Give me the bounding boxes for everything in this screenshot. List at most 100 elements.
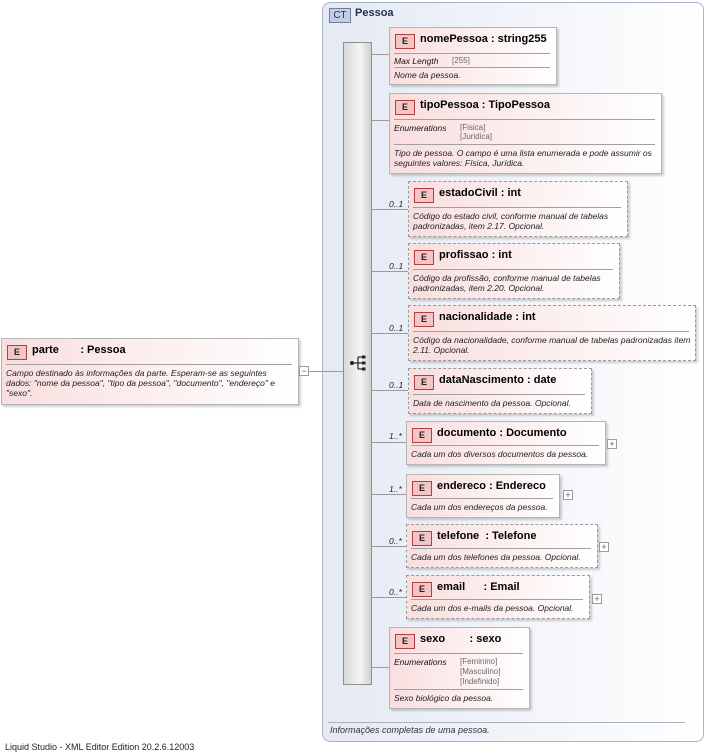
divider bbox=[411, 498, 553, 499]
facet-value: [Juridica] bbox=[460, 132, 493, 141]
divider bbox=[413, 394, 585, 395]
cardinality-label: 0..1 bbox=[389, 261, 404, 271]
element-tipopessoa[interactable]: E tipoPessoa : TipoPessoa Enumerations [… bbox=[389, 93, 662, 174]
element-description: Cada um dos e-mails da pessoa. Opcional. bbox=[411, 603, 574, 613]
element-name: nacionalidade : int bbox=[439, 311, 536, 323]
connector-line bbox=[372, 546, 406, 547]
element-name: estadoCivil : int bbox=[439, 187, 521, 199]
complex-type-badge: CT bbox=[329, 8, 351, 23]
divider bbox=[394, 119, 655, 120]
element-name: documento : Documento bbox=[437, 427, 567, 439]
connector-line bbox=[309, 371, 322, 372]
root-element-name: parte : Pessoa bbox=[32, 344, 126, 356]
element-description: Código do estado civil, conforme manual … bbox=[413, 211, 609, 231]
facet-label: Max Length bbox=[394, 56, 439, 66]
connector-line bbox=[372, 494, 406, 495]
cardinality-label: 0..1 bbox=[389, 199, 404, 209]
element-description: Data de nascimento da pessoa. Opcional. bbox=[413, 398, 571, 408]
connector-line bbox=[372, 333, 408, 334]
element-badge: E bbox=[7, 345, 27, 360]
expand-icon[interactable]: + bbox=[563, 490, 573, 500]
element-name: dataNascimento : date bbox=[439, 374, 557, 386]
element-name: tipoPessoa : TipoPessoa bbox=[420, 99, 551, 111]
facet-value: [Indefinido] bbox=[460, 677, 500, 686]
element-description: Cada um dos endereços da pessoa. bbox=[411, 502, 548, 512]
element-badge: E bbox=[412, 428, 432, 443]
connector-line bbox=[372, 442, 406, 443]
divider bbox=[411, 445, 599, 446]
element-email[interactable]: E email : Email Cada um dos e-mails da p… bbox=[406, 575, 590, 619]
app-version-footer: Liquid Studio - XML Editor Edition 20.2.… bbox=[5, 742, 195, 752]
element-badge: E bbox=[395, 100, 415, 115]
element-documento[interactable]: E documento : Documento Cada um dos dive… bbox=[406, 421, 606, 465]
element-badge: E bbox=[414, 188, 434, 203]
connector-line bbox=[372, 597, 406, 598]
element-badge: E bbox=[412, 582, 432, 597]
divider bbox=[411, 599, 583, 600]
element-badge: E bbox=[395, 34, 415, 49]
expand-icon[interactable]: + bbox=[592, 594, 602, 604]
facet-value: [255] bbox=[452, 56, 470, 65]
element-name: sexo : sexo bbox=[420, 633, 502, 645]
element-badge: E bbox=[414, 312, 434, 327]
divider bbox=[394, 53, 550, 54]
element-sexo[interactable]: E sexo : sexo Enumerations [Feminino] [M… bbox=[389, 627, 530, 709]
element-description: Código da profissão, conforme manual de … bbox=[413, 273, 601, 293]
element-badge: E bbox=[412, 531, 432, 546]
connector-line bbox=[372, 209, 408, 210]
element-profissao[interactable]: E profissao : int Código da profissão, c… bbox=[408, 243, 620, 299]
cardinality-label: 0..1 bbox=[389, 323, 404, 333]
connector-line bbox=[372, 120, 389, 121]
divider bbox=[394, 144, 655, 145]
element-name: telefone : Telefone bbox=[437, 530, 537, 542]
element-name: nomePessoa : string255 bbox=[420, 33, 547, 45]
element-estadocivil[interactable]: E estadoCivil : int Código do estado civ… bbox=[408, 181, 628, 237]
connector-line bbox=[372, 54, 389, 55]
element-datanascimento[interactable]: E dataNascimento : date Data de nascimen… bbox=[408, 368, 592, 414]
cardinality-label: 1..* bbox=[389, 431, 402, 441]
element-badge: E bbox=[414, 250, 434, 265]
element-badge: E bbox=[395, 634, 415, 649]
element-description: Sexo biológico da pessoa. bbox=[394, 693, 494, 703]
element-name: profissao : int bbox=[439, 249, 512, 261]
facet-label: Enumerations bbox=[394, 123, 447, 133]
element-nacionalidade[interactable]: E nacionalidade : int Código da nacional… bbox=[408, 305, 696, 361]
element-description: Tipo de pessoa. O campo é uma lista enum… bbox=[394, 148, 652, 168]
divider bbox=[394, 67, 550, 68]
divider bbox=[394, 653, 523, 654]
divider bbox=[6, 364, 292, 365]
element-description: Cada um dos telefones da pessoa. Opciona… bbox=[411, 552, 581, 562]
facet-value: [Fisica] bbox=[460, 123, 486, 132]
element-telefone[interactable]: E telefone : Telefone Cada um dos telefo… bbox=[406, 524, 598, 568]
divider bbox=[411, 548, 591, 549]
connector-line bbox=[372, 390, 408, 391]
element-description: Nome da pessoa. bbox=[394, 70, 461, 80]
complex-type-annotation: Informações completas de uma pessoa. bbox=[330, 725, 490, 735]
expand-icon[interactable]: + bbox=[607, 439, 617, 449]
cardinality-label: 0..1 bbox=[389, 380, 404, 390]
divider bbox=[413, 207, 621, 208]
complex-type-title: Pessoa bbox=[355, 7, 394, 19]
element-name: email : Email bbox=[437, 581, 520, 593]
sequence-icon bbox=[350, 355, 366, 371]
element-badge: E bbox=[412, 481, 432, 496]
cardinality-label: 0..* bbox=[389, 536, 402, 546]
divider bbox=[328, 722, 685, 723]
facet-value: [Masculino] bbox=[460, 667, 501, 676]
facet-value: [Feminino] bbox=[460, 657, 498, 666]
divider bbox=[413, 269, 613, 270]
connector-line bbox=[322, 371, 343, 372]
facet-label: Enumerations bbox=[394, 657, 447, 667]
element-nomepessoa[interactable]: E nomePessoa : string255 Max Length [255… bbox=[389, 27, 557, 85]
connector-line bbox=[372, 271, 408, 272]
expand-icon[interactable]: + bbox=[599, 542, 609, 552]
collapse-toggle-icon[interactable]: − bbox=[299, 366, 309, 376]
root-element-description: Campo destinado às informações da parte.… bbox=[6, 368, 275, 398]
element-description: Cada um dos diversos documentos da pesso… bbox=[411, 449, 589, 459]
cardinality-label: 1..* bbox=[389, 484, 402, 494]
root-element-parte[interactable]: E parte : Pessoa Campo destinado às info… bbox=[1, 338, 299, 405]
element-endereco[interactable]: E endereco : Endereco Cada um dos endere… bbox=[406, 474, 560, 518]
divider bbox=[413, 331, 689, 332]
element-badge: E bbox=[414, 375, 434, 390]
connector-line bbox=[372, 667, 389, 668]
